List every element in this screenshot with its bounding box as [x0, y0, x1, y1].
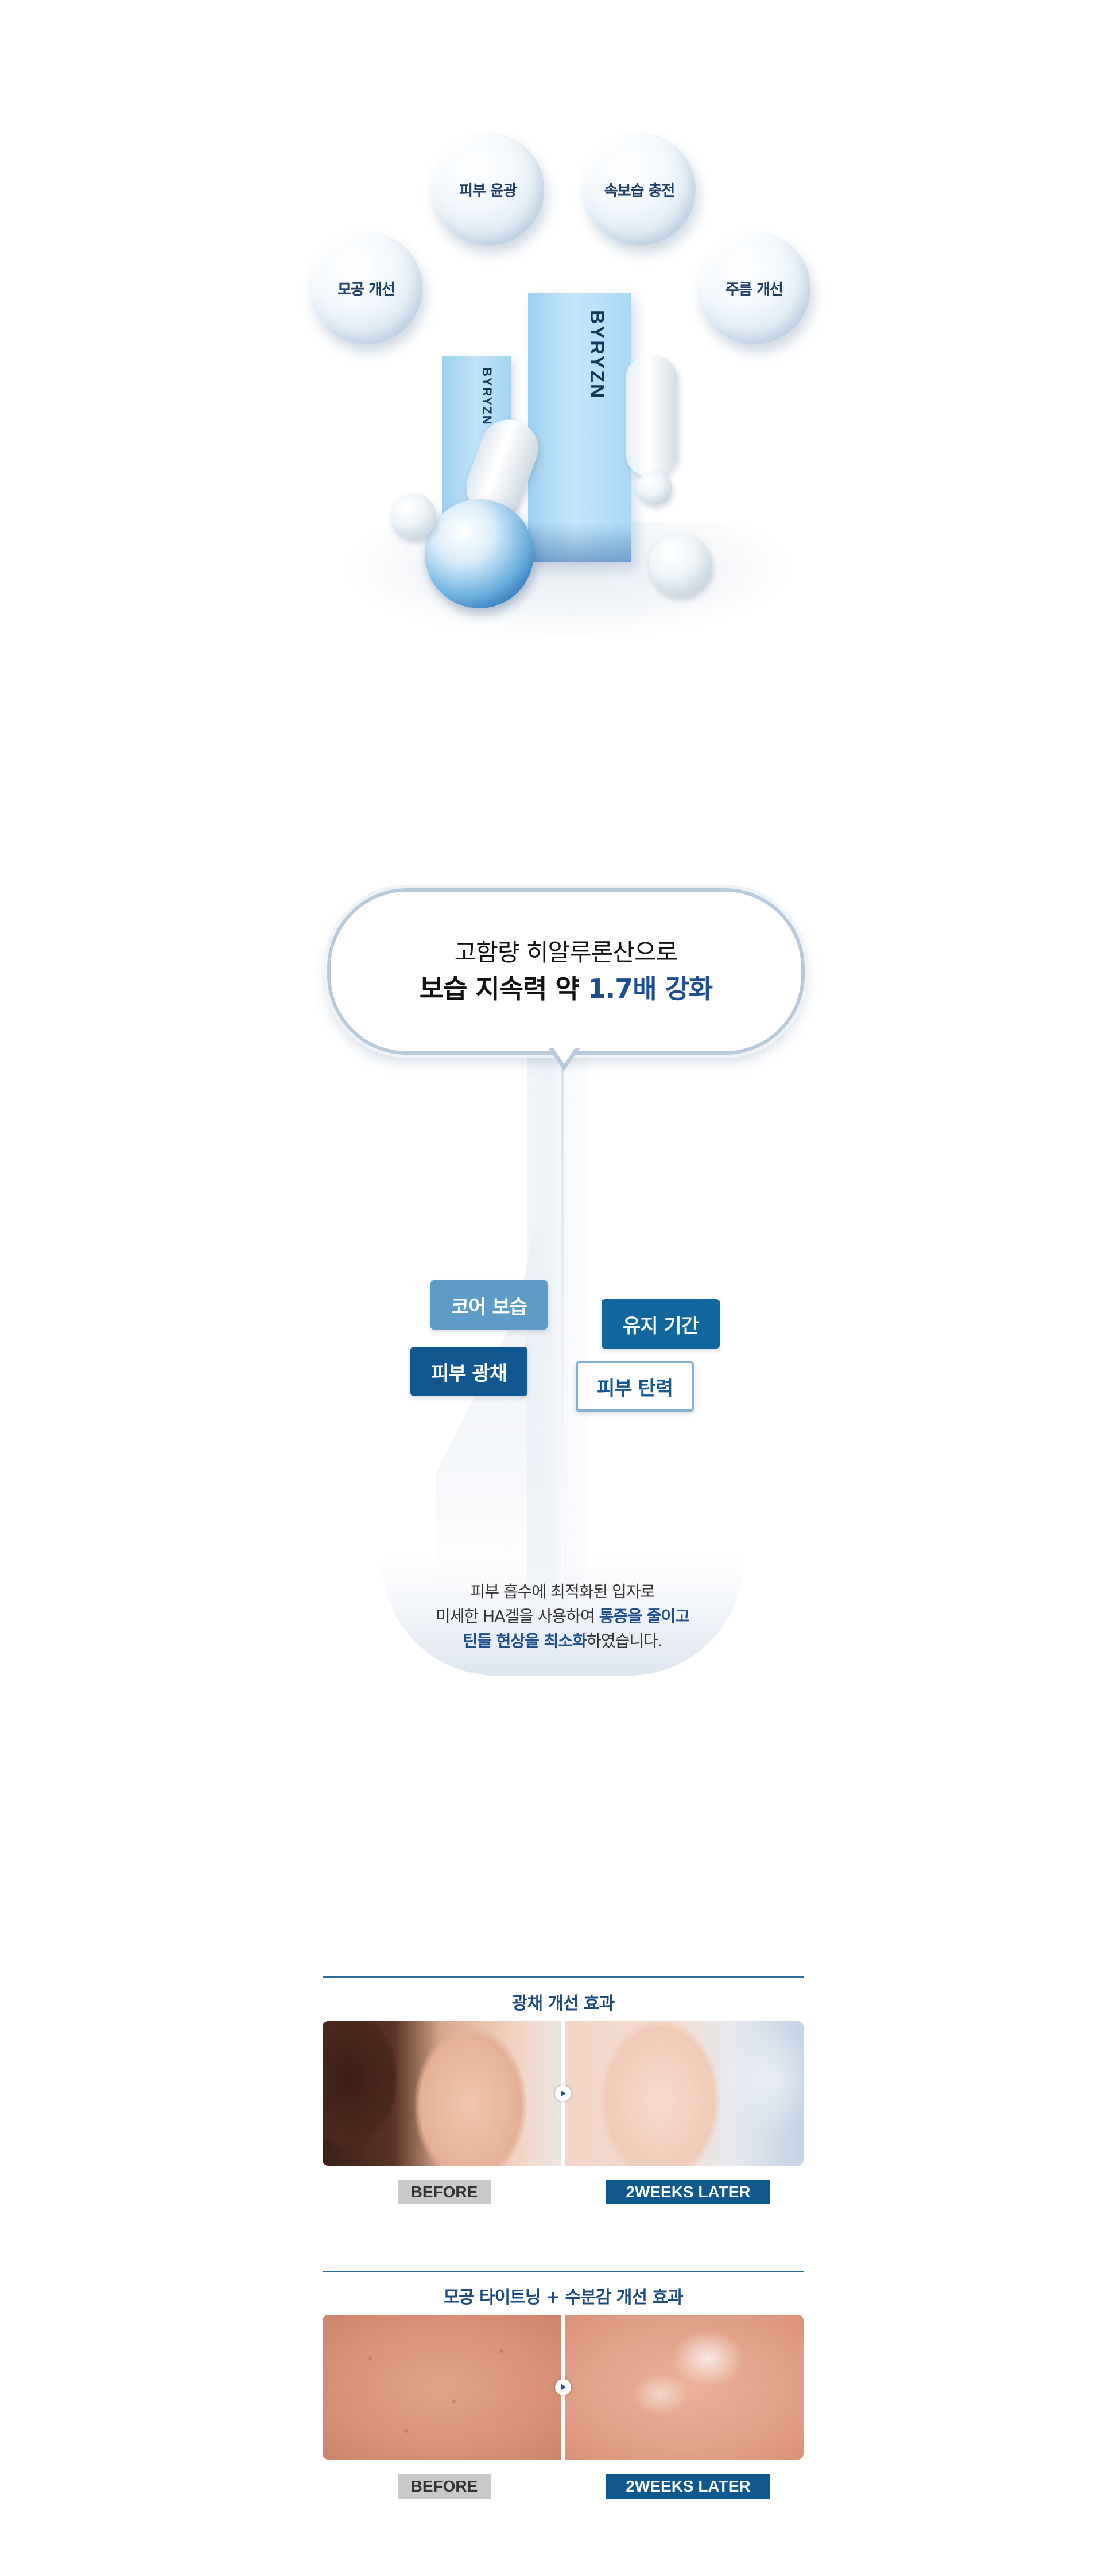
glass-bead: [637, 471, 672, 505]
tag-duration: 유지 기간: [602, 1299, 720, 1349]
statement-bubble-tail-inner: [552, 1046, 577, 1064]
benefit-label: 피부 윤광: [459, 182, 517, 200]
comparison2-after-photo: [565, 2315, 804, 2460]
hyaluronic-sphere: [425, 499, 534, 608]
statement-line2-prefix: 보습 지속력 약: [419, 973, 588, 1004]
comparison2-before-label: BEFORE: [398, 2474, 491, 2499]
face-before-image: [323, 2021, 561, 2166]
description-line2: 미세한 HA겔을 사용하여 통증을 줄이고: [382, 1604, 743, 1629]
benefit-label: 속보습 충전: [604, 182, 676, 200]
statement-highlight: 1.7배 강화: [587, 973, 713, 1004]
benefit-bubble-skin-glow: 피부 윤광: [432, 133, 544, 246]
benefit-bubble-pore-care: 모공 개선: [310, 232, 422, 344]
product-box-large: [528, 293, 631, 562]
statement-line2: 보습 지속력 약 1.7배 강화: [419, 970, 713, 1008]
benefit-label: 주름 개선: [725, 281, 783, 298]
comparison1-after-label: 2WEEKS LATER: [606, 2180, 770, 2204]
comparison2-after-label: 2WEEKS LATER: [606, 2474, 770, 2499]
description-line3-bold: 틴들 현상을 최소화: [463, 1631, 587, 1650]
description-text: 피부 흡수에 최적화된 입자로 미세한 HA겔을 사용하여 통증을 줄이고 틴들…: [382, 1579, 743, 1653]
comparison2-top-line: [323, 2271, 804, 2272]
play-arrow-icon: [555, 2379, 571, 2395]
arrow-divider-line: [561, 1050, 564, 1624]
play-arrow-icon: [555, 2085, 571, 2101]
statement-line1: 고함량 히알루론산으로: [454, 938, 678, 966]
benefit-label: 모공 개선: [337, 281, 395, 298]
product-bottle: [626, 356, 677, 476]
comparison1-after-photo: [565, 2021, 804, 2166]
comparison1-before-label: BEFORE: [398, 2180, 491, 2204]
tag-core-moisture: 코어 보습: [430, 1280, 548, 1330]
benefit-bubble-wrinkle-care: 주름 개선: [698, 232, 810, 344]
face-after-image: [565, 2021, 804, 2166]
glass-bead: [649, 534, 712, 597]
tag-skin-glow: 피부 광채: [410, 1347, 527, 1396]
product-brand-small: BYRYZN: [480, 367, 494, 426]
comparison1-top-line: [323, 1976, 804, 1978]
comparison2-before-photo: [323, 2315, 561, 2460]
description-line3-suffix: 하였습니다.: [586, 1631, 663, 1650]
description-line2-prefix: 미세한 HA겔을 사용하여: [435, 1607, 599, 1626]
comparison1-before-photo: [323, 2021, 561, 2166]
comparison2-title: 모공 타이트닝 + 수분감 개선 효과: [443, 2287, 683, 2307]
benefit-bubble-deep-moisture: 속보습 충전: [583, 133, 696, 246]
description-line2-bold: 통증을 줄이고: [599, 1607, 690, 1626]
arrow-base-decoration: [382, 1555, 743, 1676]
comparison1-title: 광채 개선 효과: [511, 1994, 615, 2014]
product-image: BYRYZN BYRYZN: [339, 275, 798, 643]
glass-bead: [390, 494, 436, 539]
description-line3: 틴들 현상을 최소화하였습니다.: [382, 1629, 743, 1653]
tag-elasticity: 피부 탄력: [576, 1361, 694, 1412]
skin-after-image: [565, 2315, 804, 2460]
description-line1: 피부 흡수에 최적화된 입자로: [470, 1582, 655, 1601]
product-brand-large: BYRYZN: [586, 310, 608, 400]
arrow-shaft-decoration: [527, 1050, 587, 1653]
skin-before-image: [323, 2315, 561, 2460]
statement-bubble: 고함량 히알루론산으로 보습 지속력 약 1.7배 강화: [327, 888, 805, 1055]
